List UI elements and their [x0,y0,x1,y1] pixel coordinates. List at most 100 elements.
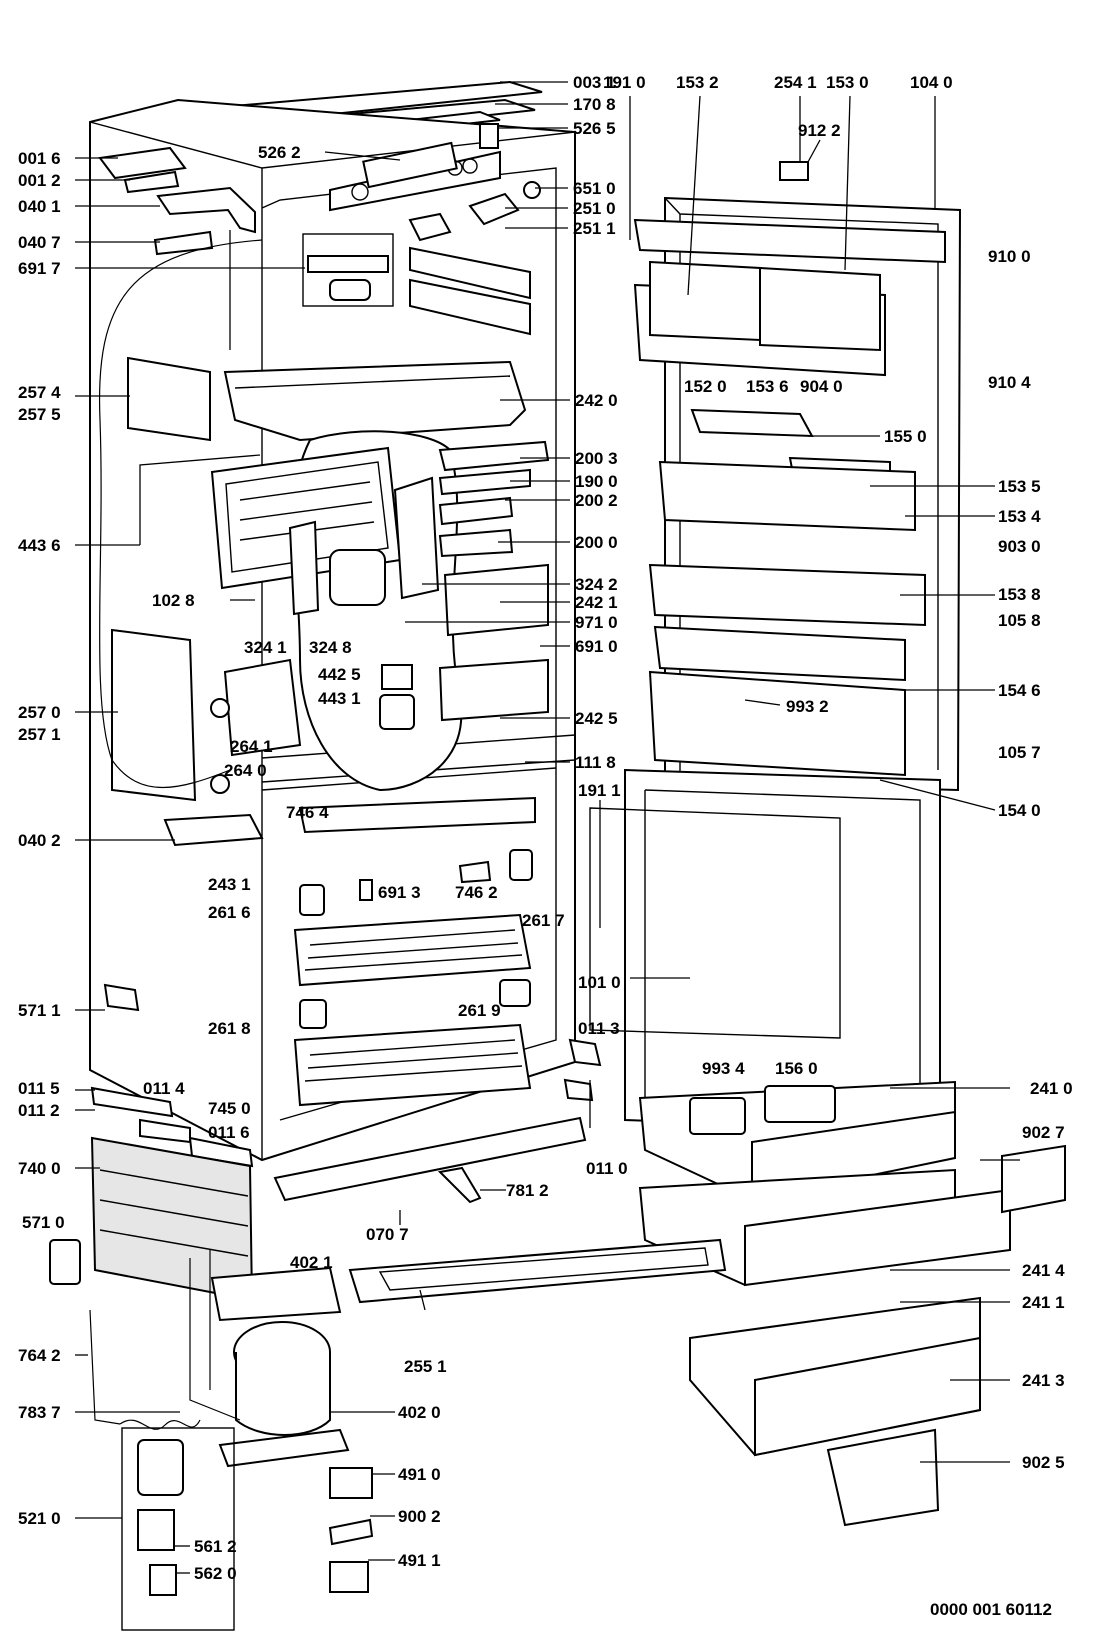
callout-040-7: 040 7 [18,233,61,252]
callout-251-0: 251 0 [573,199,616,218]
callout-011-5: 011 5 [18,1079,60,1098]
callout-691-0: 691 0 [575,637,618,656]
callout-257-5: 257 5 [18,405,61,424]
callout-152-0: 152 0 [684,377,727,396]
callout-491-1: 491 1 [398,1551,441,1570]
callout-200-2: 200 2 [575,491,618,510]
callout-264-1: 264 1 [230,737,273,756]
callout-900-2: 900 2 [398,1507,441,1526]
callout-104-0: 104 0 [910,73,953,92]
callout-571-0: 571 0 [22,1213,65,1232]
callout-402-0: 402 0 [398,1403,441,1422]
callout-254-1: 254 1 [774,73,817,92]
callout-153-6: 153 6 [746,377,789,396]
callout-154-0: 154 0 [998,801,1041,820]
callout-011-3: 011 3 [578,1019,620,1038]
callout-691-7: 691 7 [18,259,61,278]
callout-241-0: 241 0 [1030,1079,1073,1098]
callout-155-0: 155 0 [884,427,927,446]
callout-903-0: 903 0 [998,537,1041,556]
fridge-door [633,161,962,792]
callout-154-6: 154 6 [998,681,1041,700]
callout-562-0: 562 0 [194,1564,237,1583]
callout-526-5: 526 5 [573,119,616,138]
callout-241-1: 241 1 [1022,1293,1065,1312]
callout-105-7: 105 7 [998,743,1041,762]
document-id: 0000 001 60112 [930,1600,1052,1619]
callout-242-0: 242 0 [575,391,618,410]
callout-257-1: 257 1 [18,725,61,744]
callout-526-2: 526 2 [258,143,301,162]
fridge-accessories [302,181,541,336]
callout-labels: 003 1 170 8 526 5 526 2 001 6 001 2 040 … [18,73,1073,1619]
callout-910-0: 910 0 [988,247,1031,266]
callout-200-3: 200 3 [575,449,618,468]
callout-001-2: 001 2 [18,171,61,190]
evaporator-assembly [210,430,463,792]
glass-shelves [438,440,550,558]
callout-153-4: 153 4 [998,507,1041,526]
fridge-crisper-drawers [210,563,549,794]
callout-191-1: 191 1 [578,781,621,800]
callout-571-1: 571 1 [18,1001,61,1020]
callout-242-1: 242 1 [575,593,618,612]
callout-651-0: 651 0 [573,179,616,198]
callout-070-7: 070 7 [366,1225,409,1244]
callout-443-6: 443 6 [18,536,61,555]
callout-746-2: 746 2 [455,883,498,902]
callout-993-4: 993 4 [702,1059,745,1078]
capillary-tube [98,239,263,789]
callout-255-1: 255 1 [404,1357,447,1376]
left-brackets [98,146,264,1012]
callout-001-6: 001 6 [18,149,61,168]
callout-011-2: 011 2 [18,1101,60,1120]
callout-153-8: 153 8 [998,585,1041,604]
callout-521-0: 521 0 [18,1509,61,1528]
leader-lines [75,81,1020,1574]
callout-324-8: 324 8 [309,638,352,657]
callout-011-0: 011 0 [586,1159,628,1178]
callout-261-6: 261 6 [208,903,251,922]
callout-257-4: 257 4 [18,383,61,402]
callout-191-0: 191 0 [603,73,646,92]
callout-264-0: 264 0 [224,761,267,780]
callout-011-6: 011 6 [208,1123,250,1142]
drawing [49,80,1066,1631]
callout-040-2: 040 2 [18,831,61,850]
callout-101-0: 101 0 [578,973,621,992]
callout-442-5: 442 5 [318,665,361,684]
callout-910-4: 910 4 [988,373,1031,392]
freezer-drawers [348,1080,1066,1527]
callout-745-0: 745 0 [208,1099,251,1118]
callout-243-1: 243 1 [208,875,251,894]
callout-170-8: 170 8 [573,95,616,114]
callout-156-0: 156 0 [775,1059,818,1078]
callout-242-5: 242 5 [575,709,618,728]
callout-324-2: 324 2 [575,575,618,594]
callout-190-0: 190 0 [575,472,618,491]
callout-011-4: 011 4 [143,1079,185,1098]
callout-261-8: 261 8 [208,1019,251,1038]
callout-402-1: 402 1 [290,1253,333,1272]
callout-261-9: 261 9 [458,1001,501,1020]
callout-241-3: 241 3 [1022,1371,1065,1390]
callout-153-0: 153 0 [826,73,869,92]
callout-102-8: 102 8 [152,591,195,610]
callout-781-2: 781 2 [506,1181,549,1200]
callout-783-7: 783 7 [18,1403,61,1422]
compressor-assembly [49,1239,374,1631]
callout-111-8: 111 8 [575,753,616,772]
callout-153-2: 153 2 [676,73,719,92]
callout-561-2: 561 2 [194,1537,237,1556]
freezer-door [589,768,941,1132]
callout-251-1: 251 1 [573,219,616,238]
callout-040-1: 040 1 [18,197,61,216]
callout-746-4: 746 4 [286,803,329,822]
callout-003-1: 003 1 [573,73,616,92]
fridge-drawer-upper [223,360,527,442]
callout-912-2: 912 2 [798,121,841,140]
callout-993-2: 993 2 [786,697,829,716]
callout-740-0: 740 0 [18,1159,61,1178]
callout-443-1: 443 1 [318,689,361,708]
